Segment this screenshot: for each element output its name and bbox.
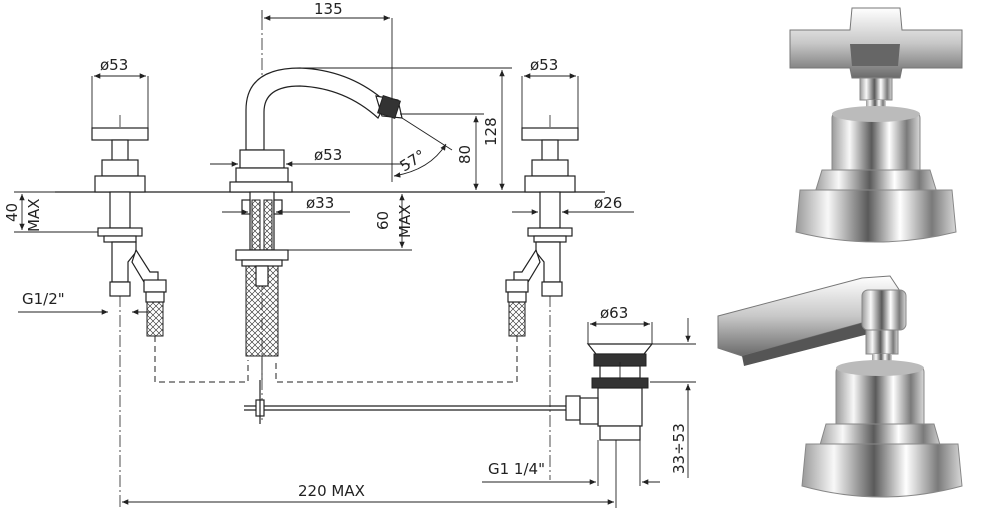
- left-valve: [91, 127, 167, 337]
- dim-57deg: 57°: [397, 146, 429, 175]
- dim-spout-base-dia: ø53: [314, 146, 342, 164]
- right-valve: [505, 127, 579, 337]
- dim-left-handle-dia: ø53: [100, 56, 128, 74]
- dim-40: 40: [3, 203, 21, 222]
- right-hose: [275, 336, 518, 383]
- dim-g1-2: G1/2": [22, 290, 65, 308]
- dim-right-shank-dia: ø26: [594, 194, 622, 212]
- dim-right-handle-dia: ø53: [530, 56, 558, 74]
- dim-60-max: MAX: [396, 205, 414, 238]
- dim-spout-shank-dia: ø33: [306, 194, 334, 212]
- dim-33-53: 33÷53: [670, 423, 688, 474]
- pop-up-rod: [244, 380, 581, 424]
- dim-135: 135: [314, 0, 343, 18]
- dim-60: 60: [374, 211, 392, 230]
- cross-handle-valve-photo: [789, 7, 963, 243]
- dim-waste-dia: ø63: [600, 304, 628, 322]
- spout: [229, 67, 403, 380]
- dim-g1-1-4: G1 1/4": [488, 460, 545, 478]
- lever-handle-valve-photo: [717, 275, 963, 498]
- waste-assembly: [579, 343, 654, 441]
- dim-128: 128: [482, 117, 500, 146]
- dim-80: 80: [456, 145, 474, 164]
- dim-40-max: MAX: [25, 199, 43, 232]
- dim-220-max: 220 MAX: [298, 482, 365, 500]
- left-hose: [154, 336, 249, 383]
